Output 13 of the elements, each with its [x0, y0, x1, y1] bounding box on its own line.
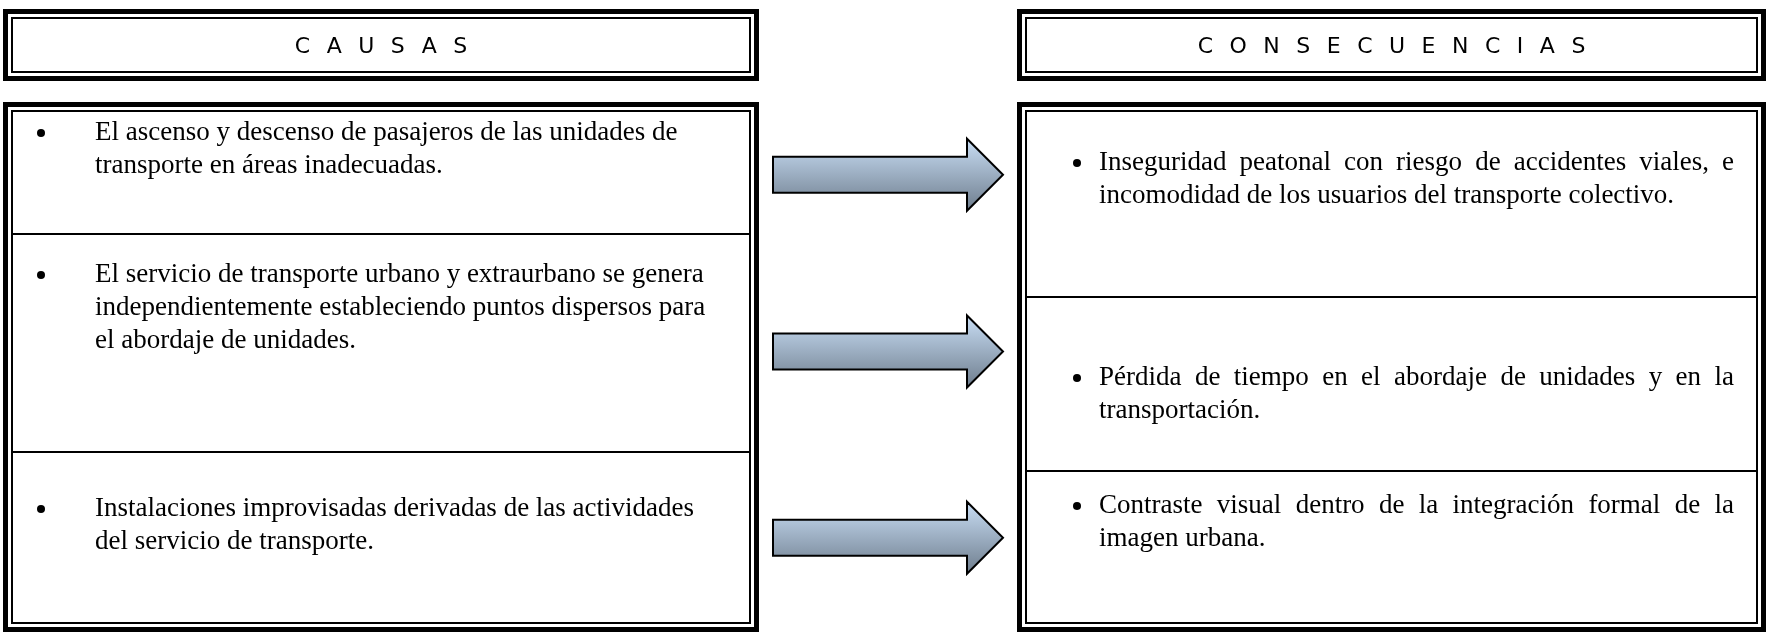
block-arrow	[772, 313, 1005, 390]
row-text: Pérdida de tiempo en el abordaje de unidades y en la transportación.	[1099, 360, 1734, 426]
header-box	[3, 9, 759, 81]
row-text: El ascenso y descenso de pasajeros de las unidades de transporte en áreas inadecuadas.	[95, 115, 679, 181]
row-text: Contraste visual dentro de la integración formal de la imagen urbana.	[1099, 488, 1734, 554]
row-text: Instalaciones improvisadas derivadas de las actividades del servicio de transporte.	[95, 491, 696, 557]
header-text: CAUSAS	[294, 32, 484, 58]
header-text: CONSECUENCIAS	[1197, 32, 1602, 58]
row-text: El servicio de transporte urbano y extraurbano se genera independientemente estableciendo puntos dispersos para el abordaje de unidades.	[95, 257, 707, 356]
block-arrow	[772, 499, 1005, 577]
header-box	[1017, 9, 1766, 81]
row-text: Inseguridad peatonal con riesgo de accidentes viales, e incomodidad de los usuarios del transporte colectivo.	[1099, 145, 1734, 211]
block-arrow	[772, 136, 1005, 214]
